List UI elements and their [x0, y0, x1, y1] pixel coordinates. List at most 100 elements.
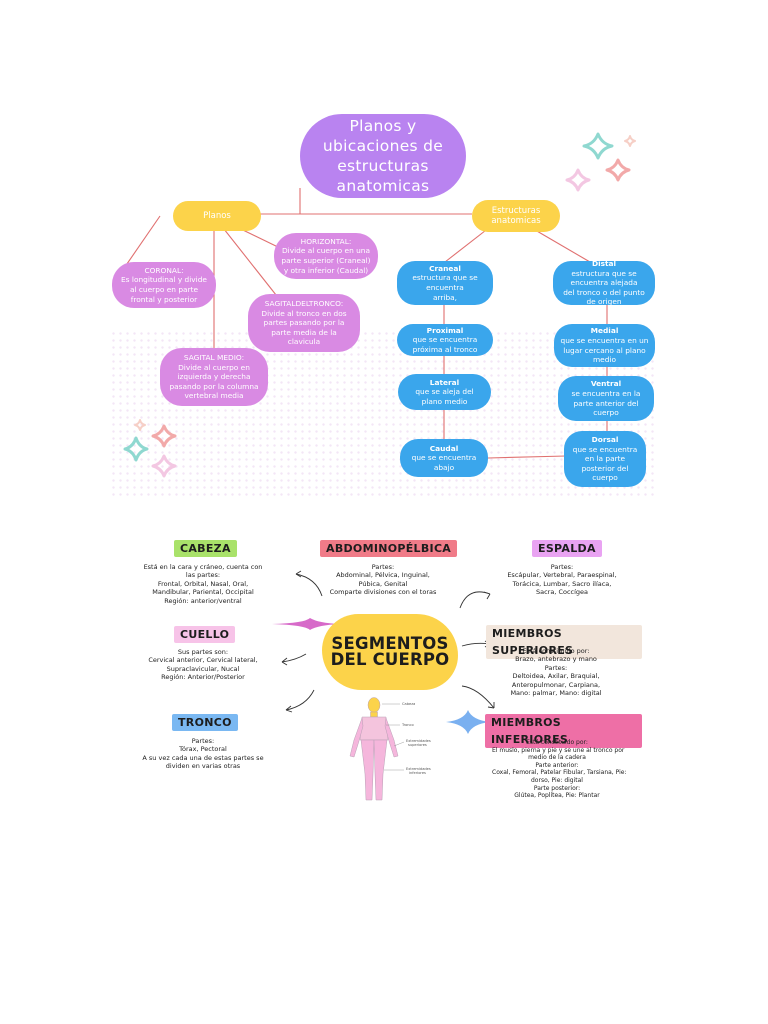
sagitaldeltronco-line: parte media de la: [271, 327, 337, 337]
segmentos-title-line: SEGMENTOS: [331, 634, 449, 653]
dorsal-line: que se encuentra: [572, 444, 638, 454]
miembros-superiores-desc-line: Está constituido por:: [522, 647, 590, 655]
cuello-desc-line: Sus partes son:: [177, 648, 229, 656]
cuello-desc-line: Cervical anterior, Cervical lateral,: [148, 656, 258, 665]
proximal-line: próxima al tronco: [412, 344, 478, 354]
sagital-medio-line: izquierda y derecha: [177, 372, 251, 382]
craneal-title: Craneal: [429, 263, 461, 273]
title-line: anatomicas: [336, 177, 430, 195]
cuello-desc: Sus partes son: Cervical anterior, Cervi…: [140, 648, 266, 682]
espalda-desc-line: Escápular, Vertebral, Paraespinal,: [507, 571, 617, 580]
coronal-line: frontal y posterior: [130, 294, 198, 304]
miembros-inferiores-label: MIEMBROS INFERIORES: [485, 714, 642, 748]
miembros-superiores-desc-line: Partes:: [544, 663, 568, 672]
sagitaldeltronco-line: clavicula: [287, 337, 321, 347]
distal-title: Distal: [591, 259, 617, 269]
ventral-line: cuerpo: [593, 408, 619, 418]
cuello-label: CUELLO: [174, 626, 236, 643]
craneal-line: estructura que se: [412, 273, 478, 283]
cuello-desc-line: Supraclavicular, Nucal: [166, 664, 240, 673]
miembros-superiores-label: MIEMBROS SUPERIORES: [486, 625, 642, 659]
cabeza-label: CABEZA: [174, 540, 237, 557]
tronco-desc-line: Partes:: [191, 737, 215, 745]
tronco-desc: Partes: Tórax, Pectoral A su vez cada un…: [140, 737, 266, 771]
medial-node: Medial que se encuentra en un lugar cerc…: [554, 324, 655, 367]
lateral-node: Lateral que se aleja del plano medio: [398, 374, 491, 410]
blue-star-icon: [446, 710, 490, 734]
dorsal-node: Dorsal que se encuentra en la parte post…: [564, 431, 646, 487]
miembros-inferiores-desc-line: Coxal, Femoral, Patelar Fibular, Tarsian…: [492, 769, 627, 777]
sagitaldeltronco-node: SAGITALDELTRONCO: Divide al tronco en do…: [248, 294, 360, 352]
coronal-line: al cuerpo en parte: [129, 285, 199, 294]
abdominopelvica-label: ABDOMINOPÉLBICA: [320, 540, 458, 557]
miembros-inferiores-desc: Está constituido por: El muslo, pierna y…: [492, 739, 627, 800]
dorsal-line: posterior del: [581, 463, 629, 473]
abdominopelvica-desc-line: Púbica, Genital: [358, 579, 408, 588]
horizontal-line: Divide al cuerpo en una: [281, 246, 371, 256]
miembros-inferiores-desc-line: medio de la cadera: [528, 754, 586, 762]
segmentos-title-line: DEL CUERPO: [330, 650, 450, 669]
ventral-line: se encuentra en la: [571, 388, 641, 398]
cabeza-desc-line: Frontal, Orbital, Nasal, Oral,: [157, 579, 249, 588]
medial-line: que se encuentra en un: [560, 335, 649, 345]
lateral-line: que se aleja del: [415, 387, 474, 397]
miembros-superiores-desc-line: Mano: palmar, Mano: digital: [510, 689, 602, 698]
horizontal-line: HORIZONTAL:: [300, 236, 352, 246]
tronco-desc-line: A su vez cada una de estas partes se: [142, 753, 264, 762]
cabeza-desc-line: las partes:: [185, 571, 221, 580]
medial-line: medio: [592, 355, 616, 365]
proximal-node: Proximal que se encuentra próxima al tro…: [397, 324, 493, 356]
sagitaldeltronco-line: SAGITALDELTRONCO:: [264, 299, 344, 309]
title-line: ubicaciones de: [322, 137, 444, 155]
distal-line: del tronco o del punto: [563, 287, 645, 297]
coronal-line: Es longitudinal y divide: [121, 275, 207, 285]
craneal-node: Craneal estructura que se encuentra arri…: [397, 261, 493, 305]
abdominopelvica-desc-line: Comparte divisiones con el toras: [329, 588, 437, 597]
connector-lines: [119, 132, 636, 478]
line-planos-sagitaldeltronco: [219, 223, 281, 301]
abdominopelvica-desc-line: Abdominal, Pélvica, Inguinal,: [336, 571, 430, 580]
figure-label-extremidades-sup: Extremidades: [406, 739, 431, 743]
estructuras-node: Estructuras anatomicas: [472, 200, 560, 232]
distal-line: estructura que se: [571, 268, 637, 278]
horizontal-line: y otra inferior (Caudal): [283, 265, 369, 275]
coronal-line: CORONAL:: [144, 265, 184, 275]
cabeza-desc-line: Está en la cara y cráneo, cuenta con: [143, 563, 263, 571]
mapa-segmentos-cuerpo: Cabeza Tronco Extremidades superiores Ex…: [138, 534, 642, 810]
arrow-to-abdominopelvica: [295, 573, 323, 597]
title-line: estructuras: [337, 157, 429, 175]
proximal-title: Proximal: [426, 325, 464, 335]
caudal-title: Caudal: [429, 443, 459, 453]
sagitaldeltronco-line: partes pasando por la: [263, 318, 345, 328]
sagital-medio-line: Divide al cuerpo en: [178, 362, 250, 372]
segmentos-center-blob: [322, 614, 458, 690]
estructuras-label: anatomicas: [491, 216, 541, 226]
horizontal-node: HORIZONTAL: Divide al cuerpo en una part…: [274, 233, 378, 279]
figure-label-tronco: Tronco: [402, 723, 414, 727]
title-node: Planos y ubicaciones de estructuras anat…: [300, 114, 466, 198]
miembros-superiores-desc-line: Brazo, antebrazo y mano: [515, 655, 597, 664]
cabeza-desc-line: Región: anterior/ventral: [164, 596, 242, 605]
tronco-desc-line: dividen en varias otras: [165, 762, 241, 771]
cabeza-desc-line: Mandibular, Pariental, Occipital: [152, 588, 254, 597]
body-figure-icon: [349, 697, 399, 801]
horizontal-line: parte superior (Craneal): [281, 256, 371, 265]
abdominopelvica-desc: Partes: Abdominal, Pélvica, Inguinal, Pú…: [320, 563, 446, 597]
caudal-line: abajo: [433, 462, 455, 472]
line-caudal-dorsal: [487, 455, 567, 459]
miembros-inferiores-desc-line: Está constituido por:: [526, 739, 588, 746]
dorsal-line: en la parte: [584, 454, 626, 464]
distal-line: encuentra alejada: [570, 278, 638, 288]
espalda-label: ESPALDA: [532, 540, 602, 557]
miembros-inferiores-desc-line: Parte anterior:: [535, 761, 579, 769]
sagitaldeltronco-line: Divide al tronco en dos: [261, 308, 347, 318]
distal-line: de origen: [586, 297, 622, 307]
proximal-line: que se encuentra: [412, 335, 478, 345]
miembros-inferiores-desc-line: Glútea, Poplítea, Pie: Plantar: [514, 792, 600, 800]
sagital-medio-node: SAGITAL MEDIO: Divide al cuerpo en izqui…: [160, 348, 268, 406]
miembros-superiores-desc-line: Anteropulmonar, Carpiana,: [511, 680, 601, 689]
arrow-to-cuello: [281, 653, 307, 663]
sparkle-decoration-top: [565, 132, 636, 192]
figure-label-extremidades-sup: superiores: [408, 743, 427, 747]
cuello-desc-line: Región: Anterior/Posterior: [161, 673, 245, 682]
